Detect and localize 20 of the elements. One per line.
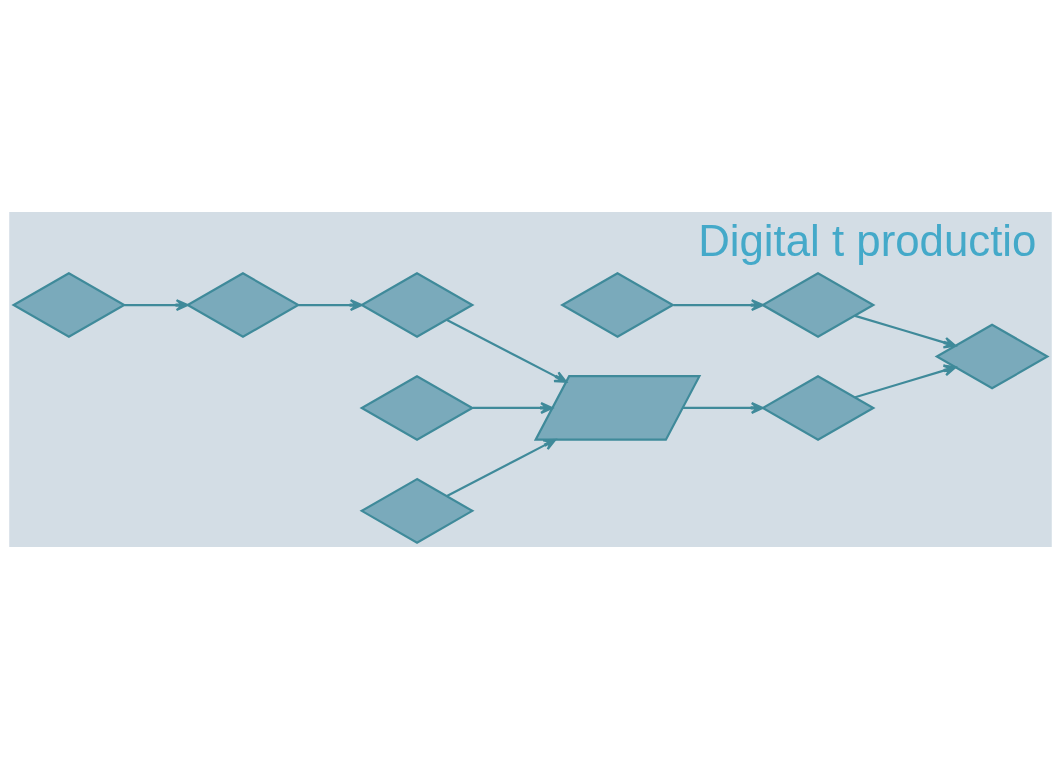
arrow xyxy=(298,299,363,312)
arrow xyxy=(854,314,957,349)
node-box xyxy=(533,375,702,441)
node-diamond xyxy=(185,272,301,339)
node-diamond xyxy=(359,374,475,441)
arrow xyxy=(854,364,957,399)
arrow xyxy=(446,438,557,497)
node-diamond xyxy=(560,272,676,339)
node-diamond xyxy=(934,323,1050,390)
arrow xyxy=(472,401,554,414)
arrow xyxy=(446,319,568,383)
arrow xyxy=(682,401,764,414)
node-diamond xyxy=(760,374,876,441)
diagram-title: Digital t productio xyxy=(698,215,1037,265)
node-diamond xyxy=(760,272,876,339)
node-diamond xyxy=(11,272,127,339)
arrow xyxy=(124,299,189,312)
arrow xyxy=(673,299,764,312)
node-diamond xyxy=(359,477,475,544)
node-diamond xyxy=(359,272,475,339)
